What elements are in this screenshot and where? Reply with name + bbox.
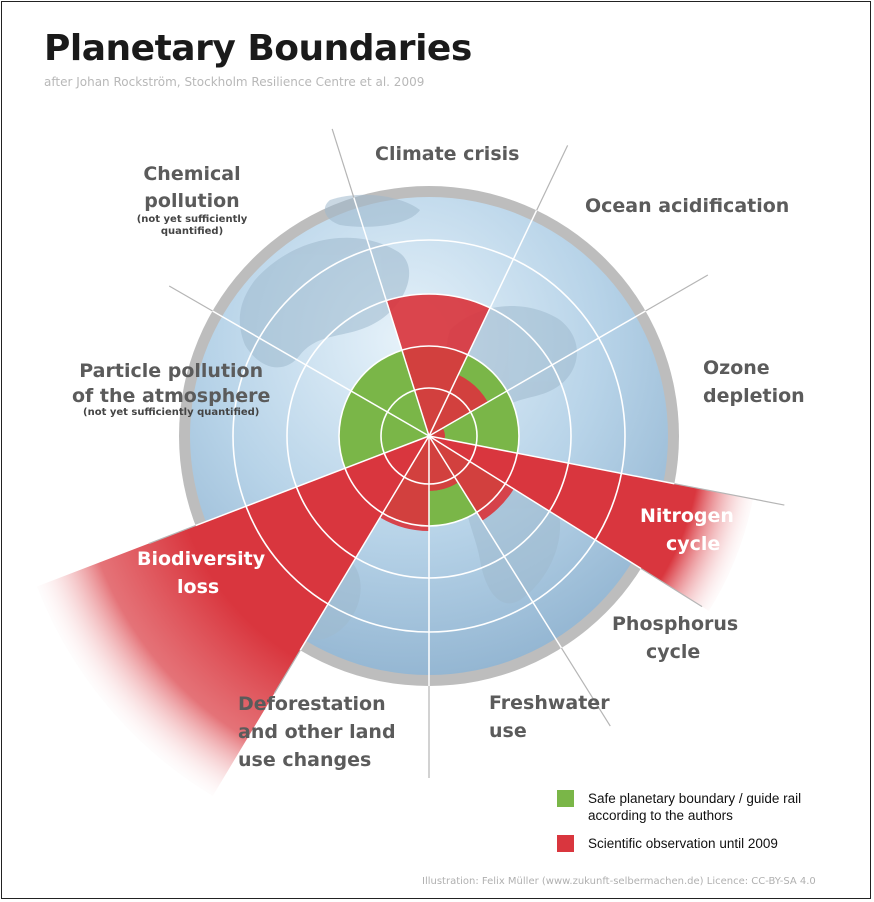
label-landuse-line2: and other land (238, 721, 396, 743)
label-particle-line1: Particle pollution (79, 360, 264, 382)
spoke-inner-4 (428, 435, 675, 485)
legend-observed-text: Scientific observation until 2009 (588, 836, 778, 851)
observed-wedge-freshwater (429, 436, 459, 491)
page-title: Planetary Boundaries (44, 28, 472, 69)
spoke-inner-1 (353, 197, 430, 437)
page-subtitle: after Johan Rockström, Stockholm Resilie… (44, 75, 425, 89)
label-biodiversity-line1: Biodiversity (137, 548, 266, 570)
label-chemical-line1: Chemical (143, 163, 241, 185)
spoke-outer-4 (674, 483, 785, 506)
label-freshwater-line2: use (489, 720, 527, 742)
spoke-outer-9 (148, 525, 196, 545)
observed-wedge-climate (386, 294, 491, 436)
label-particle-note: (not yet sufficiently quantified) (83, 407, 260, 418)
label-chemical: Chemical pollution (not yet sufficiently… (108, 160, 276, 238)
legend-observed-swatch (557, 835, 574, 852)
label-particle: Particle pollution of the atmosphere (no… (72, 357, 270, 419)
observed-wedge-biodiversity (36, 436, 430, 797)
spoke-inner-2 (428, 210, 538, 437)
spoke-inner-3 (428, 310, 646, 437)
spoke-outer-1 (331, 128, 355, 198)
spoke-outer-5 (640, 567, 703, 608)
label-phosphorus-line1: Phosphorus (612, 613, 739, 635)
spoke-outer-8 (273, 649, 301, 694)
label-landuse-line1: Deforestation (238, 693, 386, 715)
label-phosphorus: Phosphorus cycle (612, 610, 738, 666)
legend-safe-swatch (557, 790, 574, 807)
label-ozone-line2: depletion (703, 385, 805, 407)
label-ozone: Ozone depletion (703, 354, 805, 410)
label-freshwater: Freshwater use (489, 689, 610, 745)
spoke-inner-9 (195, 435, 430, 527)
label-particle-line2: of the atmosphere (72, 385, 271, 407)
label-freshwater-line1: Freshwater (489, 692, 610, 714)
legend-observed: Scientific observation until 2009 (557, 835, 778, 852)
label-nitrogen: Nitrogen cycle (640, 502, 734, 558)
legend-safe: Safe planetary boundary / guide rail acc… (557, 790, 848, 824)
label-phosphorus-line2: cycle (646, 641, 701, 663)
label-nitrogen-line2: cycle (666, 533, 721, 555)
label-nitrogen-line1: Nitrogen (640, 505, 734, 527)
spoke-inner-8 (299, 435, 430, 651)
label-biodiversity-line2: loss (177, 576, 220, 598)
credit: Illustration: Felix Müller (www.zukunft-… (422, 876, 816, 887)
spoke-outer-10 (168, 285, 213, 312)
spoke-inner-6 (428, 435, 563, 649)
spoke-outer-3 (645, 274, 709, 312)
label-biodiversity: Biodiversity loss (137, 545, 265, 601)
spoke-inner-10 (212, 310, 430, 437)
spoke-outer-6 (560, 647, 611, 727)
legend-safe-text: Safe planetary boundary / guide rail acc… (588, 791, 802, 823)
label-chemical-line2: pollution (144, 190, 240, 212)
spoke-outer-2 (536, 145, 569, 211)
label-landuse: Deforestation and other land use changes (238, 690, 396, 774)
safe-band-ozone (442, 391, 519, 454)
safe-band-ocean (458, 354, 507, 402)
label-ocean: Ocean acidification (585, 195, 790, 217)
label-chemical-note: (not yet sufficiently quantified) (136, 214, 248, 237)
label-climate: Climate crisis (375, 143, 520, 165)
observed-wedge-ocean (429, 374, 488, 436)
observed-wedge-nitrogen (429, 436, 753, 611)
observed-wedge-landuse (380, 436, 429, 531)
label-landuse-line3: use changes (238, 749, 372, 771)
label-ozone-line1: Ozone (703, 357, 770, 379)
spoke-inner-5 (428, 435, 642, 570)
